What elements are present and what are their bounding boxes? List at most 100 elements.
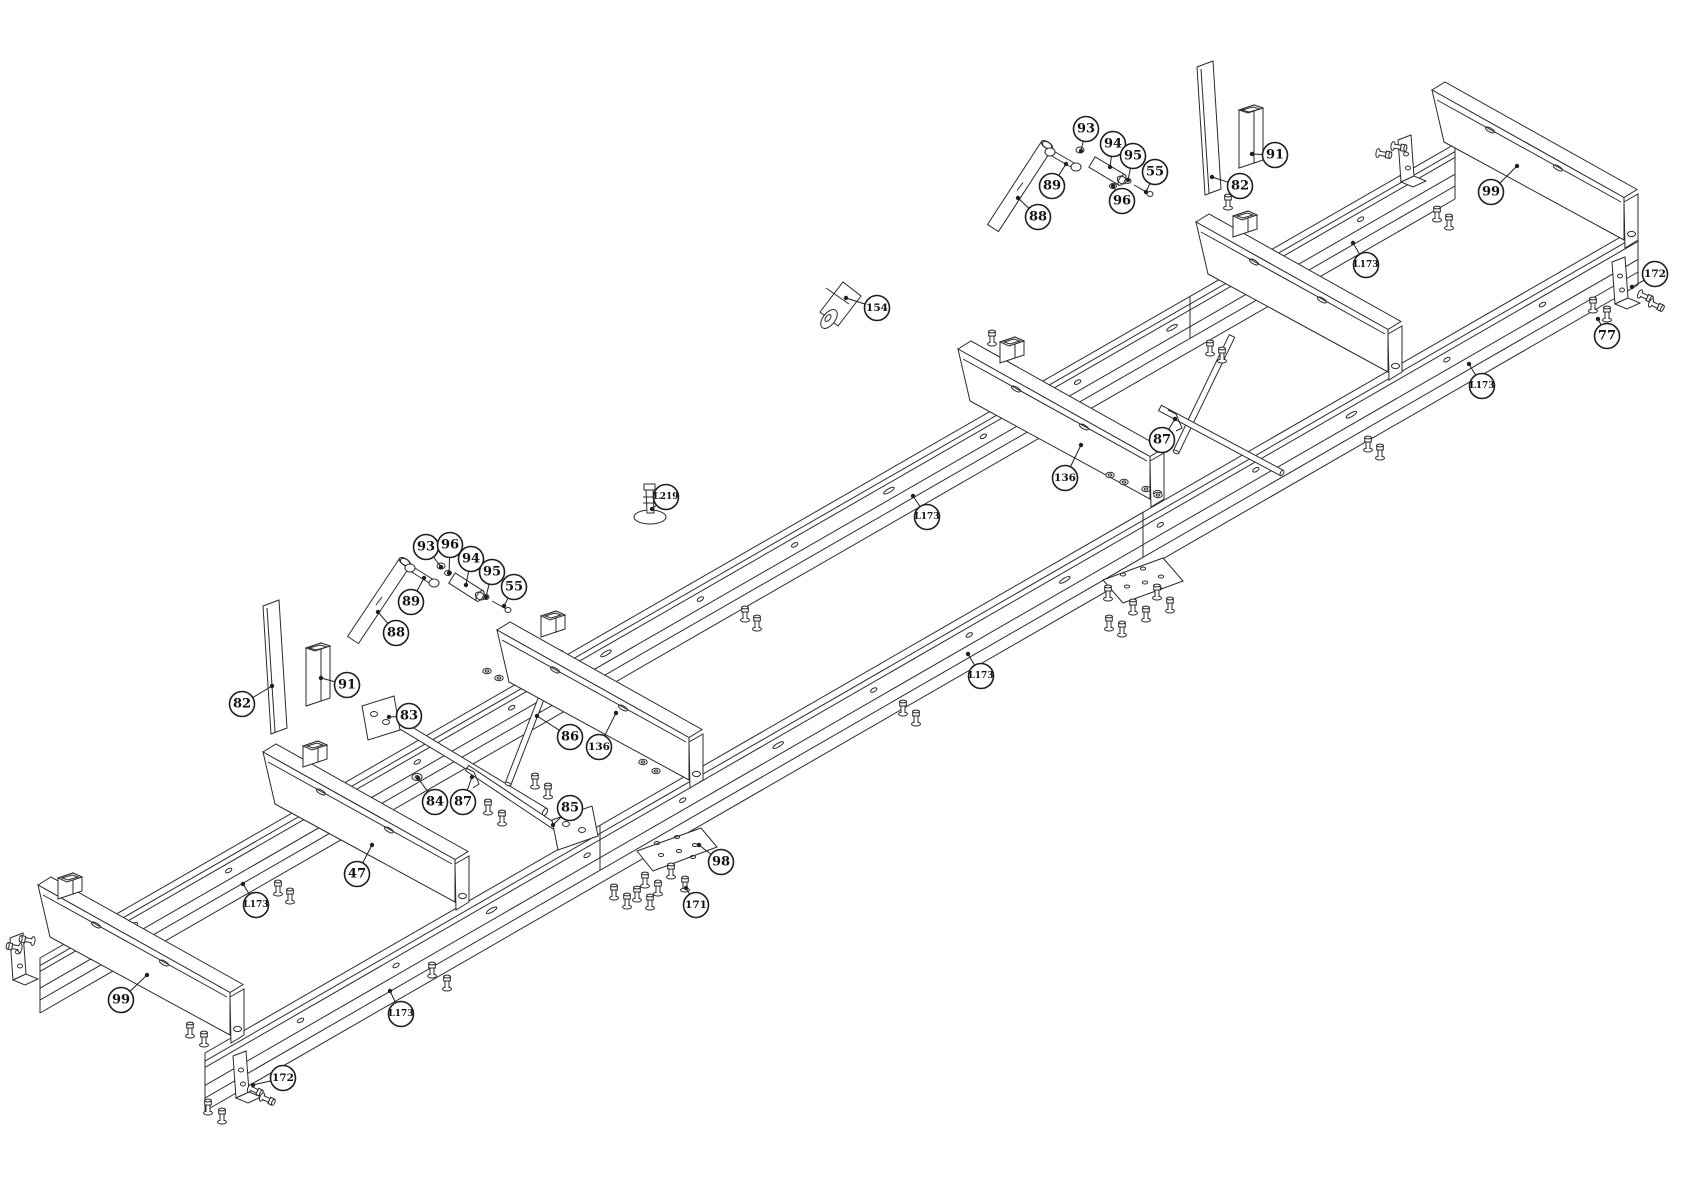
balloon-label: 171: [685, 899, 707, 911]
balloon-label: L219: [653, 492, 678, 502]
balloon-88: 88: [375, 609, 409, 646]
bolt: [988, 330, 997, 346]
balloon-L173: L173: [388, 988, 414, 1027]
mount-stub-0: [1233, 211, 1257, 237]
balloon-55: 55: [1143, 160, 1168, 195]
bolt: [1589, 297, 1598, 313]
balloon-label: L173: [968, 671, 993, 681]
bolt: [6, 941, 23, 953]
bracket-172-top: [1612, 257, 1640, 309]
post-82-1: [263, 600, 287, 734]
balloon-94: 94: [459, 547, 484, 588]
roller-154: [817, 282, 861, 331]
balloon-154: 154: [843, 296, 890, 321]
balloon-L173: L173: [1350, 240, 1379, 278]
bolt: [1218, 347, 1227, 363]
balloon-82: 82: [230, 683, 275, 717]
balloon-label: 95: [483, 565, 501, 580]
bolt: [667, 863, 676, 879]
bolt: [610, 884, 619, 900]
bolt: [1104, 585, 1113, 601]
balloon-L173: L173: [910, 493, 940, 530]
balloon-136: 136: [1053, 442, 1084, 491]
balloon-98: 98: [696, 842, 734, 875]
bunk-beams: [38, 82, 1638, 1043]
balloon-label: 84: [426, 795, 444, 810]
balloon-label: 96: [441, 538, 459, 553]
nut: [1120, 479, 1128, 485]
balloon-label: L173: [243, 900, 268, 910]
balloon-label: 77: [1598, 329, 1616, 344]
x-brace-upper: [1159, 335, 1285, 477]
balloon-label: 82: [1231, 179, 1249, 194]
balloon-label: L173: [1469, 381, 1494, 391]
balloon-label: 95: [1124, 149, 1142, 164]
bolt: [484, 799, 493, 815]
mount-stub-2: [541, 611, 565, 637]
nut: [652, 768, 660, 774]
bolt: [741, 606, 750, 622]
balloon-label: 55: [1146, 165, 1164, 180]
balloon-95: 95: [1121, 144, 1146, 183]
tube-assembly-0: [988, 139, 1153, 232]
balloon-label: 99: [112, 993, 130, 1008]
bolt: [443, 975, 452, 991]
bolt: [899, 700, 908, 716]
bolt: [912, 710, 921, 726]
bolt: [544, 783, 553, 799]
balloon-label: 99: [1482, 185, 1500, 200]
balloon-label: 86: [561, 730, 579, 745]
balloon-label: 172: [1644, 268, 1666, 280]
balloon-96: 96: [438, 533, 463, 576]
nut: [483, 668, 491, 674]
balloon-label: 55: [505, 580, 523, 595]
balloon-82: 82: [1209, 174, 1253, 199]
nut: [1106, 472, 1114, 478]
balloon-91: 91: [318, 673, 360, 698]
bolt: [646, 894, 655, 910]
mount-stub-4: [58, 873, 82, 899]
balloon-label: 93: [417, 540, 435, 555]
beam-136-lower: [497, 622, 703, 788]
post-91-1: [306, 643, 330, 706]
balloon-label: 89: [402, 595, 420, 610]
balloon-L173: L173: [965, 651, 994, 689]
balloon-label: 89: [1043, 179, 1061, 194]
balloon-label: L173: [914, 512, 939, 522]
balloon-label: 85: [561, 801, 579, 816]
balloon-86: 86: [534, 713, 583, 750]
loose-parts: [10, 61, 1640, 1103]
mount-stub-1: [1000, 337, 1024, 363]
post-91-0: [1239, 105, 1263, 168]
bolt: [1390, 141, 1407, 153]
balloon-label: 94: [462, 552, 480, 567]
bolt: [1603, 306, 1612, 322]
bolt: [633, 886, 642, 902]
bolt: [1166, 597, 1175, 613]
bolt: [286, 888, 295, 904]
bolt: [258, 1092, 276, 1107]
bolt: [1129, 599, 1138, 615]
balloon-83: 83: [386, 704, 422, 729]
bolt: [623, 893, 632, 909]
bolt: [1445, 214, 1454, 230]
nut: [1142, 486, 1150, 492]
bolt: [1224, 194, 1233, 210]
rail-front-L173: [205, 227, 1638, 1111]
balloon-94: 94: [1101, 132, 1126, 170]
bolt: [274, 880, 283, 896]
balloon-47: 47: [345, 842, 375, 887]
balloon-label: 88: [1029, 210, 1047, 225]
balloon-99: 99: [1479, 163, 1520, 205]
balloon-89: 89: [399, 575, 427, 615]
balloon-label: 154: [866, 302, 888, 314]
bolt: [204, 1099, 213, 1115]
bolt: [19, 934, 36, 946]
post-82-0: [1197, 61, 1221, 195]
balloon-77: 77: [1595, 316, 1620, 349]
balloon-96: 96: [1110, 183, 1135, 214]
balloon-87: 87: [1150, 416, 1178, 453]
balloon-label: 87: [1153, 433, 1171, 448]
